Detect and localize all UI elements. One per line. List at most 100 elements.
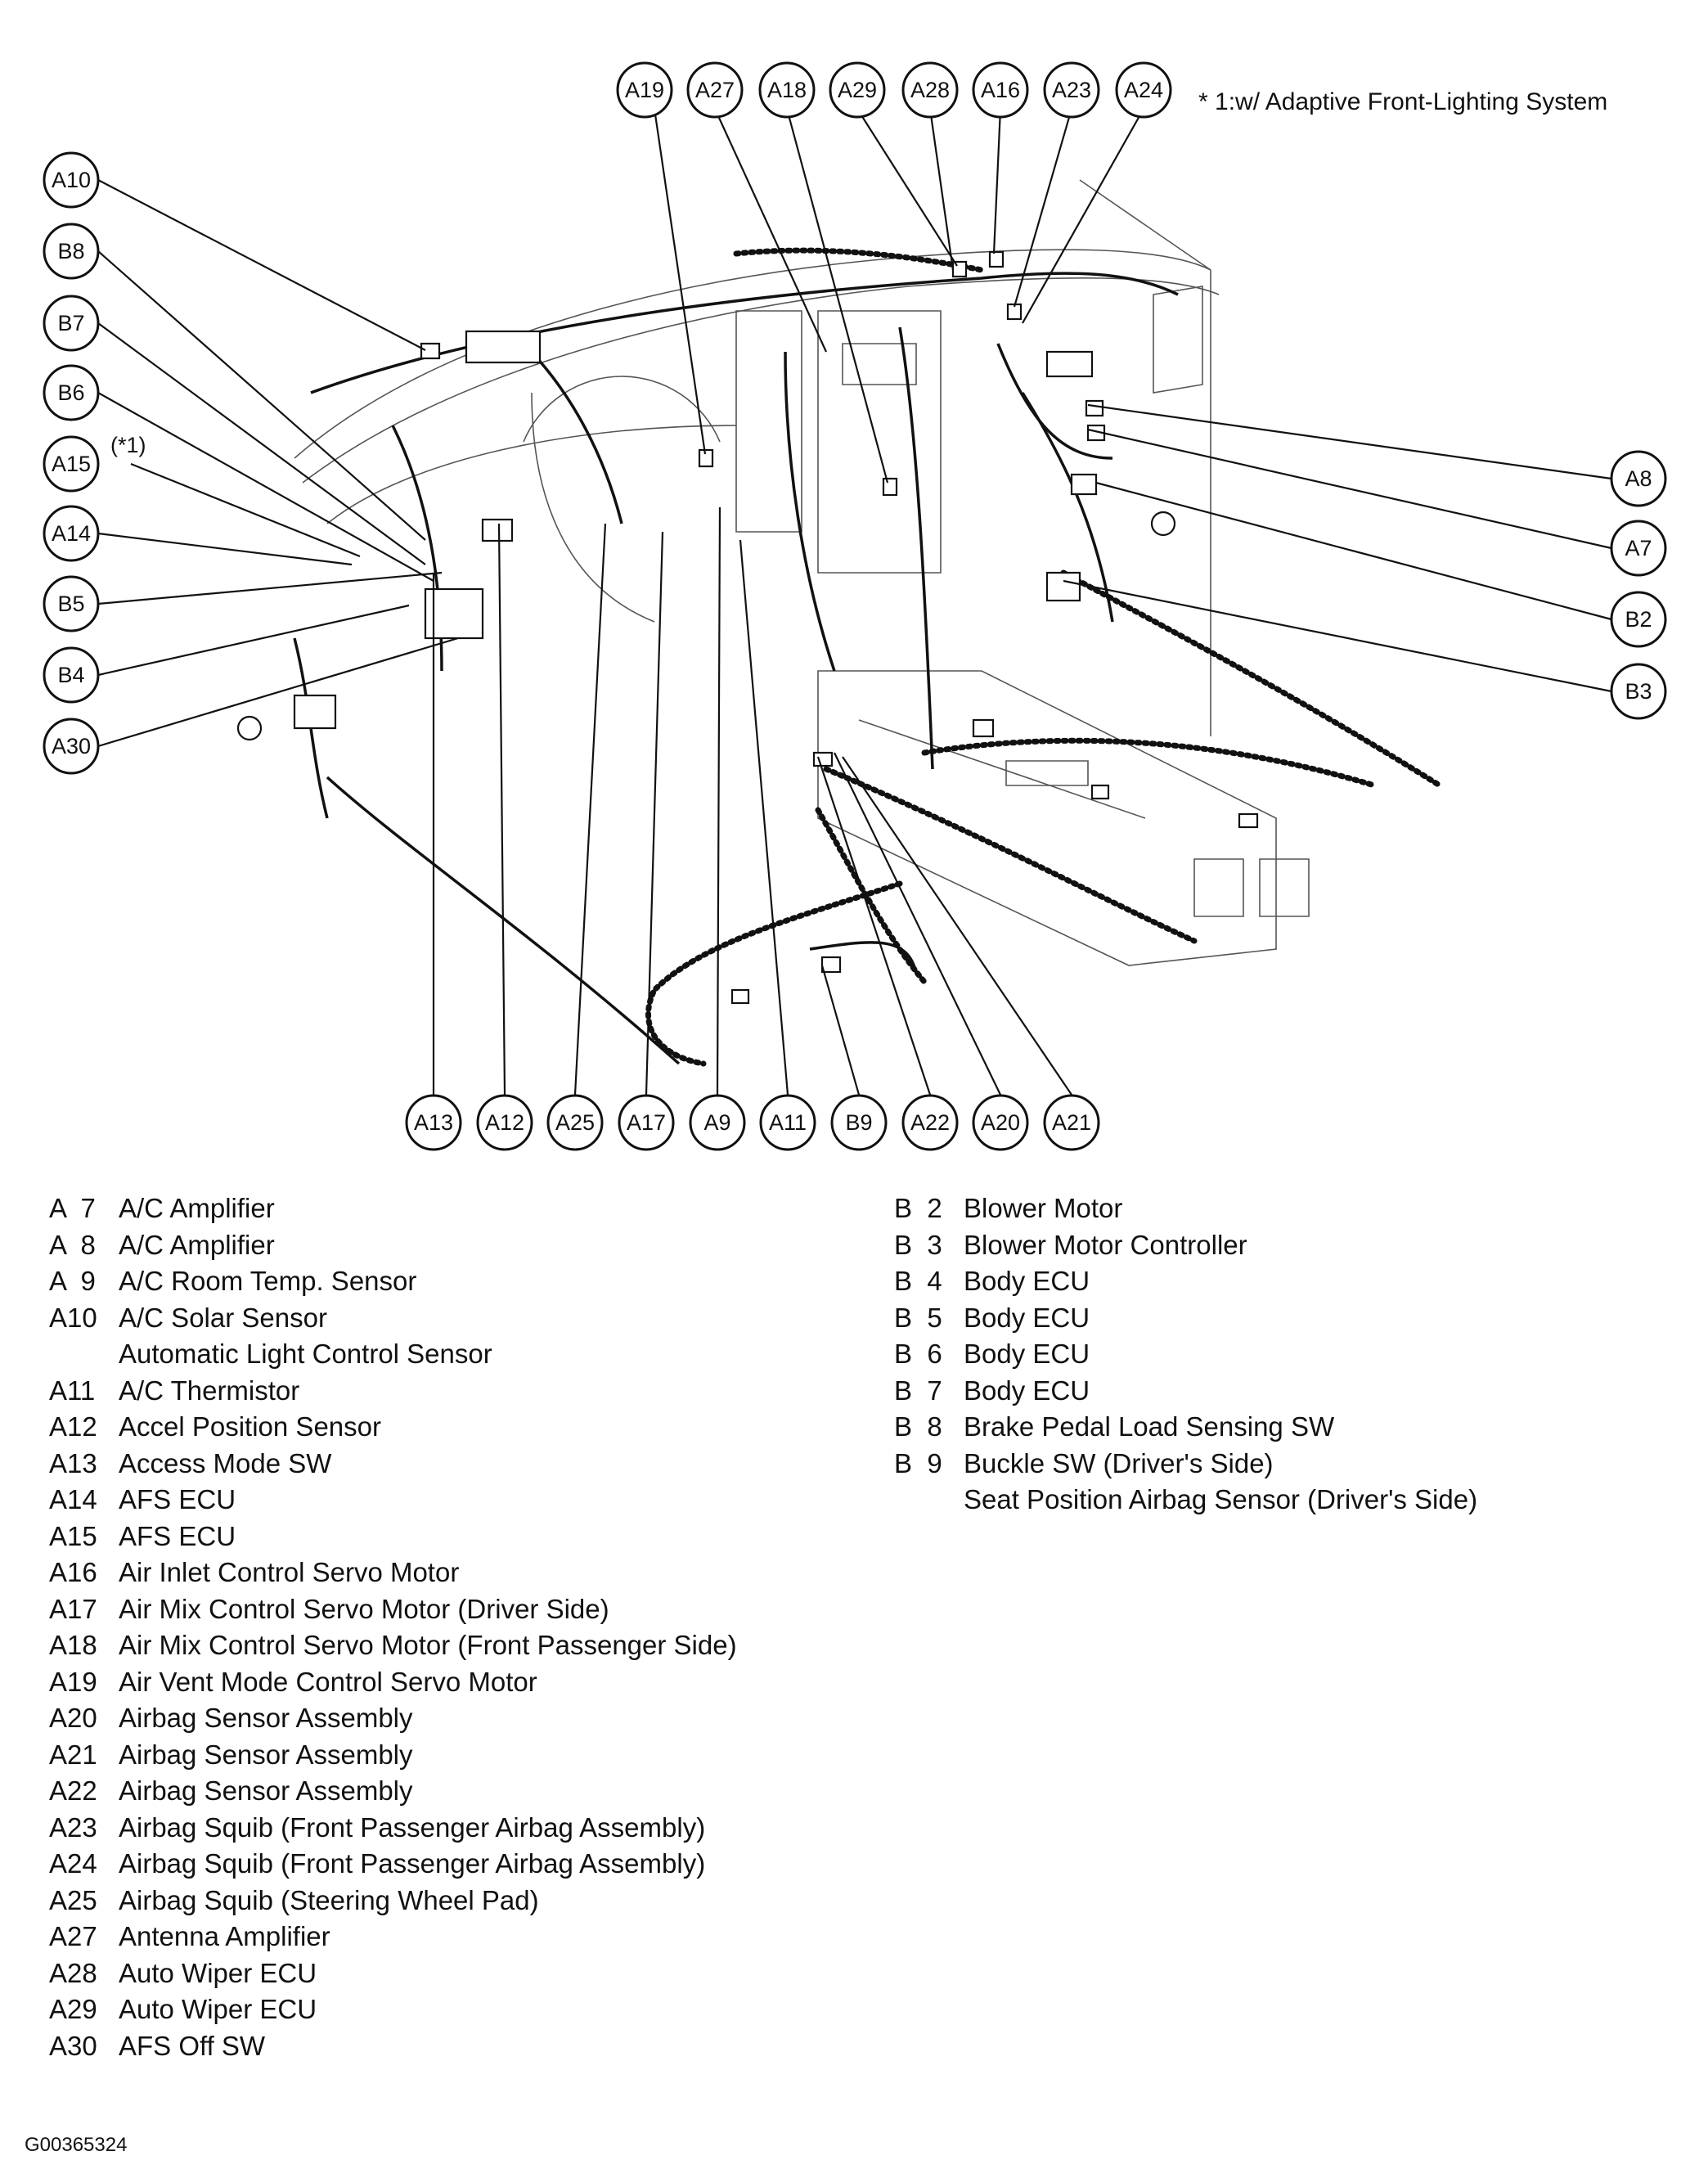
connectors — [236, 250, 1259, 1005]
svg-text:A19: A19 — [625, 78, 664, 102]
svg-text:A25: A25 — [555, 1110, 595, 1135]
legend-code: B 2 — [894, 1193, 942, 1223]
svg-text:A15: A15 — [52, 452, 91, 476]
legend-code: A30 — [49, 2030, 97, 2061]
callout-b8: B8 — [43, 223, 100, 280]
legend-label: Airbag Sensor Assembly — [119, 1703, 413, 1733]
legend-label: Buckle SW (Driver's Side) — [964, 1447, 1274, 1478]
svg-text:A7: A7 — [1625, 536, 1652, 560]
svg-text:B7: B7 — [57, 311, 84, 335]
svg-text:A27: A27 — [695, 78, 735, 102]
callout-b9: B9 — [830, 1094, 888, 1151]
callout-b7: B7 — [43, 295, 100, 352]
legend-label: Air Inlet Control Servo Motor — [119, 1557, 460, 1587]
figure-id: G00365324 — [25, 2134, 128, 2156]
legend-label: Seat Position Airbag Sensor (Driver's Si… — [964, 1484, 1478, 1514]
legend-label: Blower Motor Controller — [964, 1229, 1247, 1260]
callout-b5: B5 — [43, 575, 100, 632]
svg-text:B6: B6 — [57, 380, 84, 405]
svg-text:A17: A17 — [627, 1110, 666, 1135]
svg-text:A22: A22 — [910, 1110, 950, 1135]
legend-code: A24 — [49, 1848, 97, 1879]
legend-code: A25 — [49, 1884, 97, 1915]
callout-b4: B4 — [43, 646, 100, 704]
legend-label: A/C Amplifier — [119, 1229, 275, 1260]
legend-label: Auto Wiper ECU — [119, 1957, 317, 1988]
legend-label: Air Mix Control Servo Motor (Front Passe… — [119, 1630, 737, 1660]
legend-label: Airbag Squib (Front Passenger Airbag Ass… — [119, 1848, 706, 1879]
legend-code: A13 — [49, 1447, 97, 1478]
svg-text:A9: A9 — [703, 1110, 730, 1135]
legend-code: B 4 — [894, 1266, 942, 1296]
legend-label: Body ECU — [964, 1375, 1090, 1406]
svg-text:A21: A21 — [1052, 1110, 1091, 1135]
svg-text:A28: A28 — [910, 78, 950, 102]
callout-a13: A13 — [405, 1094, 462, 1151]
callout-a10: A10 — [43, 151, 100, 209]
legend-label: Auto Wiper ECU — [119, 1994, 317, 2024]
wiring-location-diagram: A19 A27 A18 A29 A28 A16 A23 A24 A10 B8 B… — [43, 61, 1667, 1151]
callout-a12: A12 — [476, 1094, 533, 1151]
legend-code: B 3 — [894, 1229, 942, 1260]
svg-text:B9: B9 — [845, 1110, 872, 1135]
svg-text:B8: B8 — [57, 239, 84, 263]
legend-code: A 9 — [49, 1266, 96, 1296]
legend-label: Accel Position Sensor — [119, 1411, 381, 1442]
svg-text:A13: A13 — [414, 1110, 453, 1135]
callout-a27: A27 — [686, 61, 744, 119]
wiring-harness — [293, 247, 1443, 1067]
legend-label: Blower Motor — [964, 1193, 1123, 1223]
callout-b6: B6 — [43, 364, 100, 421]
callout-a24: A24 — [1115, 61, 1172, 119]
callout-a17: A17 — [618, 1094, 675, 1151]
legend-code: A27 — [49, 1921, 97, 1951]
svg-text:A16: A16 — [981, 78, 1020, 102]
legend-label: AFS ECU — [119, 1484, 236, 1514]
svg-text:B3: B3 — [1625, 679, 1652, 704]
legend-label: A/C Thermistor — [119, 1375, 300, 1406]
svg-text:A24: A24 — [1124, 78, 1163, 102]
callout-a28: A28 — [901, 61, 959, 119]
svg-text:A20: A20 — [981, 1110, 1020, 1135]
legend-label: Automatic Light Control Sensor — [119, 1339, 492, 1369]
svg-text:A23: A23 — [1052, 78, 1091, 102]
legend-code: A15 — [49, 1520, 97, 1551]
legend-label: Access Mode SW — [119, 1447, 332, 1478]
callout-a16: A16 — [972, 61, 1029, 119]
svg-text:A18: A18 — [767, 78, 807, 102]
svg-text:B2: B2 — [1625, 607, 1652, 632]
svg-text:A11: A11 — [769, 1110, 807, 1135]
legend-label: Airbag Squib (Front Passenger Airbag Ass… — [119, 1811, 706, 1843]
a15-star-note: (*1) — [110, 433, 146, 457]
callout-a19: A19 — [616, 61, 673, 119]
dashboard-outline — [294, 179, 1310, 966]
svg-text:B4: B4 — [57, 663, 84, 687]
svg-text:A29: A29 — [838, 78, 877, 102]
legend-code: B 8 — [894, 1411, 942, 1442]
legend-label: Air Vent Mode Control Servo Motor — [119, 1666, 537, 1697]
legend-code: A10 — [49, 1302, 97, 1333]
callout-a7: A7 — [1610, 520, 1667, 577]
legend-code: A21 — [49, 1739, 97, 1770]
legend-label: A/C Amplifier — [119, 1193, 275, 1223]
legend-label: Body ECU — [964, 1302, 1090, 1333]
footnote-afs: * 1:w/ Adaptive Front-Lighting System — [1198, 88, 1608, 115]
legend-label: Body ECU — [964, 1266, 1090, 1296]
callout-a25: A25 — [546, 1094, 604, 1151]
legend-code: A19 — [49, 1666, 97, 1697]
legend-code: A14 — [49, 1484, 97, 1514]
legend-code: A 7 — [49, 1193, 96, 1223]
legend-code: A16 — [49, 1557, 97, 1587]
legend-code: A17 — [49, 1593, 97, 1624]
legend-code: B 7 — [894, 1375, 942, 1406]
legend-code: A23 — [49, 1811, 97, 1843]
callout-a29: A29 — [829, 61, 886, 119]
callout-a22: A22 — [901, 1094, 959, 1151]
legend-code: A20 — [49, 1703, 97, 1733]
legend-code: A29 — [49, 1994, 97, 2024]
svg-text:A12: A12 — [485, 1110, 524, 1135]
callout-b3: B3 — [1610, 663, 1667, 720]
svg-text:A10: A10 — [52, 168, 91, 192]
svg-text:A14: A14 — [52, 521, 91, 546]
